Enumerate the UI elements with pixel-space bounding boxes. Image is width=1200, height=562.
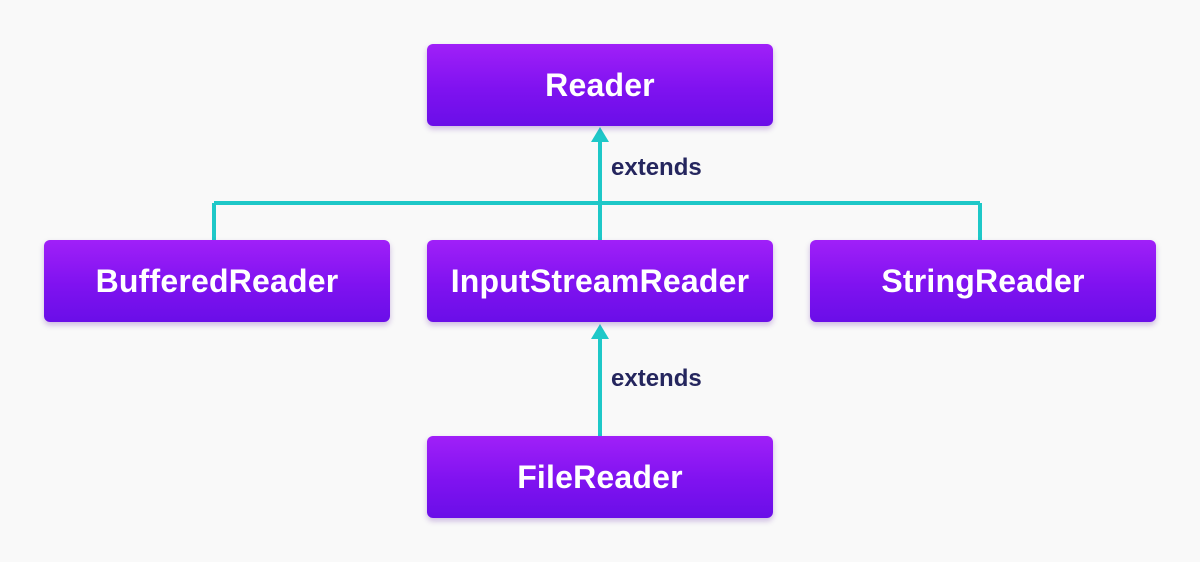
string-reader-node: StringReader [810, 240, 1156, 322]
input-stream-reader-label: InputStreamReader [450, 262, 750, 299]
reader-label: Reader [545, 66, 655, 103]
file-reader-label: FileReader [517, 458, 683, 495]
extends-arrowhead-input-stream-reader [591, 324, 609, 339]
reader-node: Reader [427, 44, 773, 126]
extends-label-reader: extends [611, 154, 702, 181]
buffered-reader-label: BufferedReader [95, 262, 339, 299]
extends-label-input-stream-reader: extends [611, 365, 702, 392]
file-reader-node: FileReader [427, 436, 773, 518]
string-reader-label: StringReader [881, 262, 1085, 299]
extends-arrowhead-reader [591, 127, 609, 142]
buffered-reader-node: BufferedReader [44, 240, 390, 322]
input-stream-reader-node: InputStreamReader [427, 240, 773, 322]
